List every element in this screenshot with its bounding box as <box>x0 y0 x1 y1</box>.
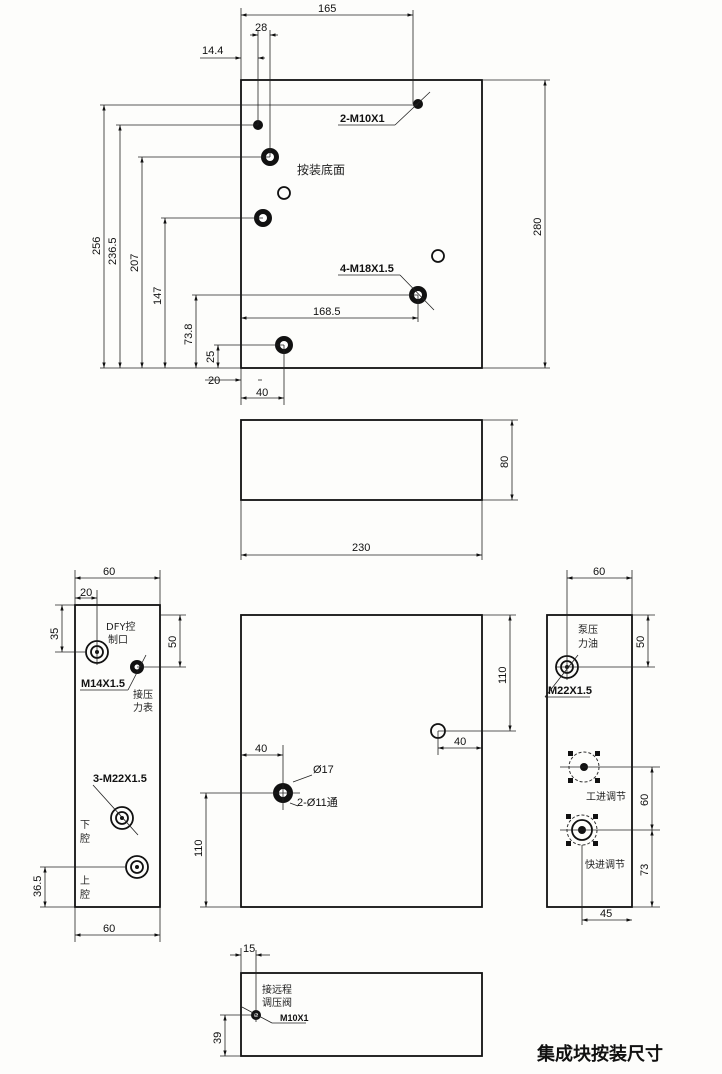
left-view-outline <box>74 604 161 908</box>
dim-28: 28 <box>255 22 267 34</box>
bottom-view: 15 39 接远程 调压阀 M10X1 <box>212 943 483 1057</box>
label-gauge-2: 力表 <box>133 701 153 714</box>
label-pump-1: 泵压 <box>578 624 598 636</box>
label-dfy-2: 制口 <box>108 633 128 646</box>
side-view: 80 230 <box>240 419 518 560</box>
hole-small-2 <box>431 249 445 263</box>
side-view-outline <box>240 419 483 501</box>
top-view-outline <box>240 79 483 369</box>
label-dfy-1: DFY控 <box>106 620 136 633</box>
label-gauge-1: 接压 <box>133 688 153 701</box>
dim-110-right: 110 <box>497 666 509 684</box>
dim-40: 40 <box>256 387 268 399</box>
label-mounting-face: 按装底面 <box>297 162 345 177</box>
label-remote-1: 接远程 <box>262 983 292 996</box>
right-view: 60 50 60 73 45 泵压 力油 M22X1.5 工进调节 快进调节 <box>544 566 660 925</box>
dim-230: 230 <box>352 542 370 554</box>
label-lower-1: 下 <box>80 820 90 831</box>
dim-60-top: 60 <box>103 566 115 578</box>
dim-168-5: 168.5 <box>313 306 341 318</box>
dim-25: 25 <box>205 351 217 363</box>
dim-40-left: 40 <box>255 743 267 755</box>
label-upper-1: 上 <box>80 875 90 887</box>
label-dia-17: Ø17 <box>313 764 334 776</box>
dim-147: 147 <box>152 287 164 305</box>
dim-73-8: 73.8 <box>183 324 195 345</box>
dim-35: 35 <box>49 628 61 640</box>
dim-236-5: 236.5 <box>107 237 119 265</box>
dim-165: 165 <box>318 3 336 15</box>
drawing-title: 集成块按装尺寸 <box>536 1043 663 1065</box>
label-fast-feed: 快进调节 <box>585 859 625 871</box>
label-m14x1-5: M14X1.5 <box>81 678 125 690</box>
holes <box>253 99 445 354</box>
label-work-feed: 工进调节 <box>586 791 626 803</box>
hole-small-1 <box>277 186 291 200</box>
dim-14-4: 14.4 <box>202 45 223 57</box>
dim-20: 20 <box>80 587 92 599</box>
dim-20: 20 <box>208 375 220 387</box>
label-2-m10x1: 2-M10X1 <box>340 113 385 125</box>
dim-15: 15 <box>243 943 255 955</box>
dim-40-right: 40 <box>454 736 466 748</box>
port-upper-chamber <box>125 855 149 879</box>
label-upper-2: 腔 <box>80 888 90 901</box>
dim-280: 280 <box>532 218 544 236</box>
dim-50: 50 <box>167 636 179 648</box>
dim-45: 45 <box>600 908 612 920</box>
front-view: 110 40 40 110 Ø17 2-Ø11通 <box>193 614 516 908</box>
label-m10x1: M10X1 <box>280 1013 309 1023</box>
label-m22x1-5: M22X1.5 <box>548 685 592 697</box>
label-2-dia-11-through: 2-Ø11通 <box>297 796 338 809</box>
dim-50: 50 <box>635 636 647 648</box>
bottom-view-outline <box>240 972 483 1057</box>
dim-256: 256 <box>91 237 103 255</box>
dim-60-top: 60 <box>593 566 605 578</box>
label-remote-2: 调压阀 <box>262 996 292 1009</box>
dim-207: 207 <box>129 254 141 272</box>
dim-110-left: 110 <box>193 839 205 857</box>
dim-80: 80 <box>499 456 511 468</box>
top-view: 165 28 14.4 256 236.5 207 147 73.8 25 20… <box>91 3 550 405</box>
dim-60-right: 60 <box>639 794 651 806</box>
label-lower-2: 腔 <box>80 832 90 845</box>
front-view-outline <box>240 614 483 908</box>
dim-73: 73 <box>639 864 651 876</box>
dim-36-5: 36.5 <box>32 876 44 897</box>
port-lower-chamber <box>110 806 134 830</box>
dim-39: 39 <box>212 1032 224 1044</box>
left-view: 60 20 35 50 36.5 60 DFY控 制口 M14X1.5 接压 力… <box>32 566 186 942</box>
label-pump-2: 力油 <box>578 637 598 650</box>
label-4-m18x1-5: 4-M18X1.5 <box>340 263 394 275</box>
right-view-outline <box>546 614 633 908</box>
label-3-m22x1-5: 3-M22X1.5 <box>93 773 147 785</box>
dim-60-bottom: 60 <box>103 923 115 935</box>
